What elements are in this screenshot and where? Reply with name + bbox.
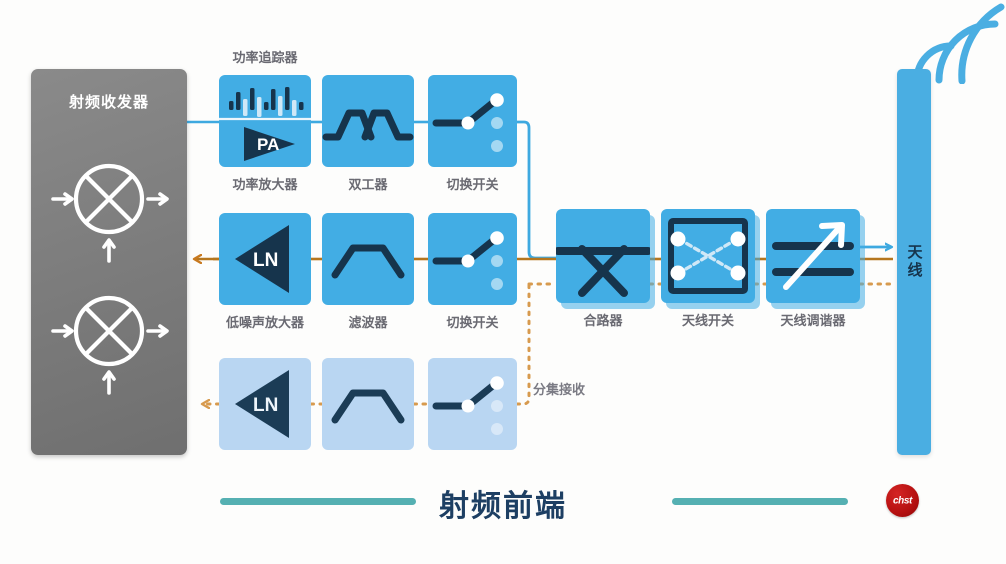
filter-icon [331, 244, 405, 279]
svg-text:PA: PA [257, 135, 279, 154]
combiner-icon [554, 245, 652, 297]
block-label-low-noise-amplifier: 低噪声放大器 [225, 315, 305, 330]
toggle-switch-icon [432, 93, 504, 152]
block-duplexer[interactable]: 双工器 [322, 75, 414, 192]
low-noise-amplifier-icon: LN [235, 225, 289, 293]
brand-logo: chst [886, 484, 919, 517]
block-diversity-filter[interactable] [322, 358, 414, 450]
block-filter[interactable]: 滤波器 [322, 213, 414, 330]
toggle-switch-icon [432, 231, 504, 290]
low-noise-amplifier-icon: LN [235, 370, 289, 438]
svg-text:LN: LN [253, 250, 278, 271]
duplexer-icon [322, 109, 414, 141]
toggle-switch-icon [432, 376, 504, 435]
power-amplifier-icon: PA [219, 87, 311, 161]
filter-icon [331, 389, 405, 424]
diversity-receive-label: 分集接收 [533, 382, 586, 397]
block-combiner[interactable]: 合路器 [554, 209, 652, 328]
footer-rule-left [220, 498, 416, 505]
block-diversity-low-noise-amplifier[interactable]: LN [219, 358, 311, 450]
svg-text:LN: LN [253, 395, 278, 416]
block-label-filter: 滤波器 [348, 315, 388, 330]
block-rx-switch[interactable]: 切换开关 [428, 213, 517, 330]
block-label-power-amplifier: 功率放大器 [232, 177, 298, 192]
block-label-antenna-switch: 天线开关 [681, 313, 735, 328]
page-title: 射频前端 [439, 490, 567, 523]
block-diversity-switch[interactable] [428, 358, 517, 450]
power-tracker-label: 功率追踪器 [232, 50, 298, 65]
block-antenna-switch[interactable]: 天线开关 [661, 209, 755, 328]
block-low-noise-amplifier[interactable]: LN 低噪声放大器 [219, 213, 311, 330]
antenna-label: 天线 [905, 244, 923, 280]
block-label-antenna-tuner: 天线调谐器 [780, 313, 846, 328]
block-label-combiner: 合路器 [583, 313, 623, 328]
mixer-icon-group [51, 163, 169, 395]
antenna-block[interactable]: 天线 [897, 69, 931, 455]
block-antenna-tuner[interactable]: 天线调谐器 [766, 209, 860, 328]
block-power-amplifier[interactable]: 功率追踪器 PA 功率放大器 [219, 50, 311, 192]
block-label-rx-switch: 切换开关 [446, 315, 499, 330]
block-label-tx-switch: 切换开关 [446, 177, 499, 192]
block-label-duplexer: 双工器 [348, 177, 388, 192]
antenna-switch-icon [668, 218, 748, 294]
block-tx-switch[interactable]: 切换开关 [428, 75, 517, 192]
rf-transceiver-block[interactable]: 射频收发器 [31, 69, 187, 455]
footer-rule-right [672, 498, 848, 505]
rf-transceiver-label: 射频收发器 [68, 94, 149, 111]
brand-logo-text: chst [893, 495, 912, 506]
antenna-tuner-icon [772, 222, 854, 290]
